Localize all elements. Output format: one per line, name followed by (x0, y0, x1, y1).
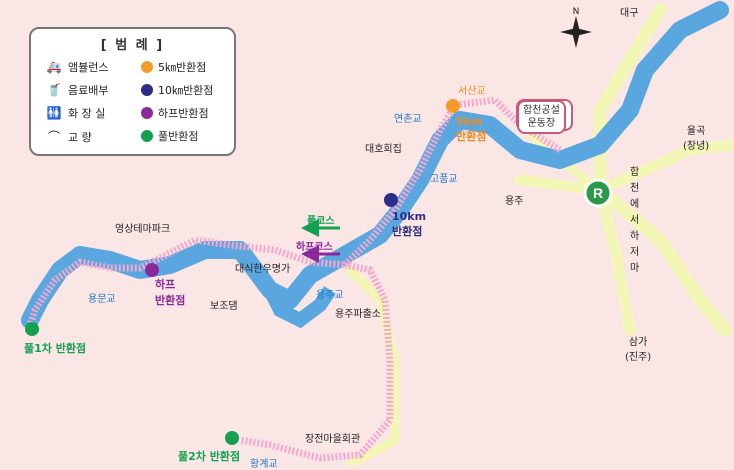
legend-title: [ 범 례 ] (100, 38, 165, 53)
label-half-course: 하프코스 (296, 242, 333, 253)
ten-km-turn-dot (384, 193, 398, 207)
bridge-icon: ⌒ (47, 130, 60, 144)
road-to-yulgok (594, 139, 734, 196)
r-marker-label: R (593, 185, 603, 201)
five-km-dot-icon (141, 61, 153, 73)
label-samga: 삼가 (진주) (625, 337, 652, 363)
road-hapcheon (593, 183, 732, 337)
full1-turn-dot (25, 322, 39, 336)
r-marker-circle (583, 178, 613, 208)
label-daesik: 대식한우명가 (235, 264, 291, 275)
label-hapcheon-road: 합천에서 하 저 마 (630, 167, 640, 274)
road-to-samga (594, 184, 636, 336)
full1-turn-label: 풀1차 반환점 (24, 342, 87, 355)
marathon-route-south (239, 261, 394, 462)
ten-km-turn-label: 10km 반환점 (392, 210, 427, 238)
full-dot-icon (141, 130, 153, 142)
label-seosangyo: 서산교 (458, 86, 486, 97)
five-km-turn-dot (446, 99, 460, 113)
restroom-icon: 🚻 (46, 106, 62, 120)
label-yongju: 용주 (505, 196, 524, 207)
label-yeongsang: 영상테마파크 (115, 224, 171, 235)
legend-item: 풀반환점 (141, 128, 198, 144)
legend-item: 10㎞반환점 (141, 82, 213, 98)
label-daehohoejip: 대호회집 (365, 144, 402, 155)
label-yongmungyo: 용문교 (88, 294, 116, 305)
label-yeonchongyo: 연촌교 (394, 114, 422, 125)
half-turn-dot (145, 263, 159, 277)
five-km-turn-label: 5km 반환점 (456, 115, 487, 143)
half-dot-icon (141, 107, 153, 119)
label-daegu: 대구 (620, 8, 639, 19)
full2-turn-dot (225, 431, 239, 445)
drink-cup-icon: 🥤 (46, 83, 62, 97)
svg-text:N: N (573, 7, 580, 17)
legend-item: 🚑앰뷸런스 (46, 60, 109, 74)
map-legend: [ 범 례 ] 🚑앰뷸런스 🥤음료배부 🚻화 장 실 ⌒교 량 5㎞반환점 10… (29, 27, 236, 156)
river-branch (263, 286, 336, 329)
legend-item: 5㎞반환점 (141, 59, 206, 75)
label-full-course: 풀코스 (307, 216, 335, 227)
label-police: 용주파출소 (335, 309, 381, 320)
legend-item: ⌒교 량 (45, 128, 92, 145)
compass-icon: N (560, 7, 592, 48)
label-gopumgyo: 고품교 (430, 174, 458, 185)
full2-turn-label: 풀2차 반환점 (178, 450, 241, 463)
label-yongjugyo: 용주교 (316, 290, 344, 301)
label-stadium: 합천공설 운동장 (517, 100, 566, 134)
ambulance-icon: 🚑 (46, 60, 62, 74)
label-yulgok: 율곡 (창녕) (683, 126, 710, 152)
label-hwanggyegyo: 황계교 (250, 459, 278, 470)
legend-item: 🚻화 장 실 (46, 106, 106, 120)
legend-item: 하프반환점 (141, 105, 209, 121)
road-south (345, 265, 400, 465)
marathon-route (26, 96, 562, 327)
label-jangjeon: 장전마을회관 (305, 434, 361, 445)
label-bojodam: 보조댐 (210, 301, 238, 312)
ten-km-dot-icon (141, 84, 153, 96)
half-turn-label: 하프 반환점 (155, 278, 186, 307)
river (21, 1, 729, 329)
legend-item: 🥤음료배부 (46, 83, 109, 97)
